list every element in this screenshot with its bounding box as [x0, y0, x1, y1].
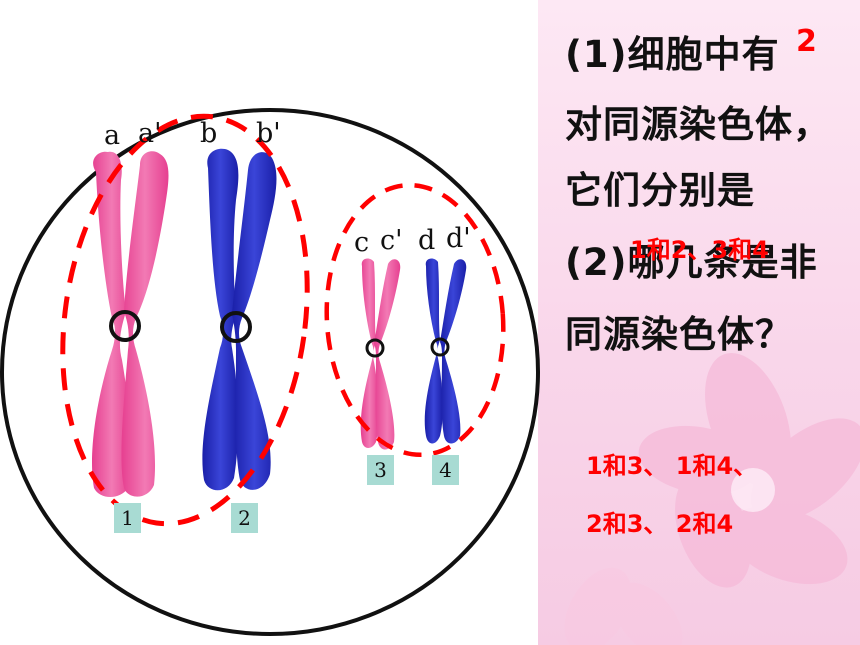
chromosome-4 — [424, 258, 467, 444]
label-b: b — [200, 118, 218, 149]
question2-line2: 同源染色体？ — [565, 313, 793, 356]
flower-decoration — [564, 352, 860, 645]
label-b-prime: b' — [256, 118, 281, 149]
question1-answer: 2 — [796, 24, 817, 59]
centromere-3 — [365, 338, 385, 358]
answer-line1: 1和3、 1和4、 — [586, 452, 758, 480]
centromere-4 — [430, 337, 450, 357]
number-label-2: 2 — [231, 503, 258, 533]
label-c: c — [354, 227, 370, 258]
question1-pairs-answer: 1和2、3和4 — [630, 236, 769, 264]
cell-membrane — [0, 108, 540, 636]
decorative-flower-panel — [538, 0, 860, 645]
homologous-pair-outline-2 — [324, 182, 506, 458]
label-d-prime: d' — [446, 223, 471, 254]
number-label-1: 1 — [114, 503, 141, 533]
label-a: a — [104, 120, 121, 151]
chromosome-2 — [202, 148, 277, 491]
centromere-2 — [220, 311, 252, 343]
homologous-pair-outline-1 — [60, 113, 310, 527]
label-d: d — [418, 225, 436, 256]
answer-line2: 2和3、 2和4 — [586, 510, 734, 538]
centromere-1 — [109, 310, 141, 342]
label-c-prime: c' — [380, 225, 403, 256]
question1-line2: 对同源染色体， — [565, 103, 831, 146]
chromosome-3 — [360, 258, 401, 450]
number-label-4: 4 — [432, 455, 459, 485]
question2-line1: (2)哪几条是非 — [565, 241, 818, 284]
chromosome-1 — [92, 151, 169, 497]
question1-line3: 它们分别是 — [565, 169, 755, 212]
number-label-3: 3 — [367, 455, 394, 485]
cell-diagram — [0, 108, 540, 636]
label-a-prime: a' — [138, 118, 162, 149]
question1-line1: (1)细胞中有 — [565, 33, 780, 76]
